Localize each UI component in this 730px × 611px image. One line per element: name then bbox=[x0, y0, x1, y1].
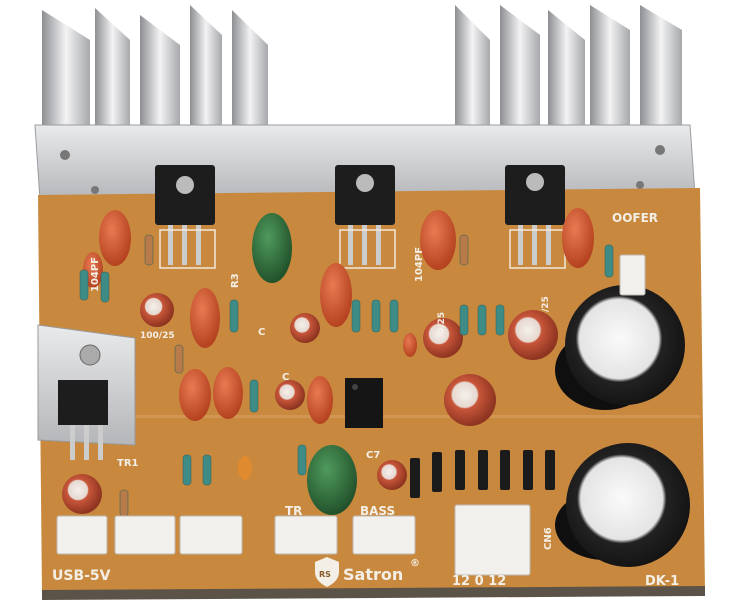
bass-connector[interactable] bbox=[352, 515, 416, 555]
resistors bbox=[79, 234, 614, 517]
input-connector[interactable] bbox=[114, 515, 176, 555]
diodes bbox=[410, 450, 555, 498]
large-electrolytic-capacitors bbox=[555, 285, 690, 567]
label-r3: R3 bbox=[230, 273, 241, 288]
label-bass: BASS bbox=[360, 504, 395, 518]
heatsink-right bbox=[455, 5, 682, 130]
label-104pf-left: 104PF bbox=[90, 257, 101, 292]
label-0-25: 0/25 bbox=[437, 312, 447, 334]
power-transistors bbox=[155, 165, 566, 269]
label-woofer: OOFER bbox=[612, 211, 658, 225]
voltage-regulator bbox=[37, 324, 136, 460]
model-label: DK-1 bbox=[645, 574, 679, 589]
woofer-connector[interactable] bbox=[619, 254, 646, 296]
registered-mark: ® bbox=[410, 558, 420, 569]
label-c7: C7 bbox=[366, 450, 380, 461]
treble-connector[interactable] bbox=[274, 515, 338, 555]
label-c-mid: C bbox=[282, 372, 289, 383]
usb-connector[interactable] bbox=[56, 515, 108, 555]
connectors[interactable] bbox=[56, 254, 646, 576]
label-cn6: CN6 bbox=[543, 527, 554, 550]
power-connector[interactable] bbox=[454, 504, 531, 576]
label-power-input: 12 0 12 bbox=[452, 574, 506, 589]
label-c-left: C bbox=[258, 327, 265, 338]
label-usb: USB-5V bbox=[52, 568, 111, 584]
input-connector-2[interactable] bbox=[179, 515, 243, 555]
ic-chip bbox=[345, 378, 383, 428]
small-electrolytic-capacitors bbox=[62, 293, 558, 514]
label-25: /25 bbox=[541, 296, 551, 312]
brand-logo: RS Satron ® bbox=[315, 557, 420, 587]
brand-badge: RS bbox=[319, 570, 331, 579]
label-100-25: 100/25 bbox=[140, 331, 175, 341]
heatsink-left bbox=[42, 5, 268, 130]
label-104pf-mid: 104PF bbox=[414, 247, 425, 282]
label-tr1: TR1 bbox=[117, 458, 139, 469]
label-treble: TR bbox=[285, 504, 302, 518]
green-capacitor bbox=[307, 445, 357, 515]
brand-name: Satron bbox=[343, 565, 403, 584]
green-capacitor bbox=[252, 213, 292, 283]
